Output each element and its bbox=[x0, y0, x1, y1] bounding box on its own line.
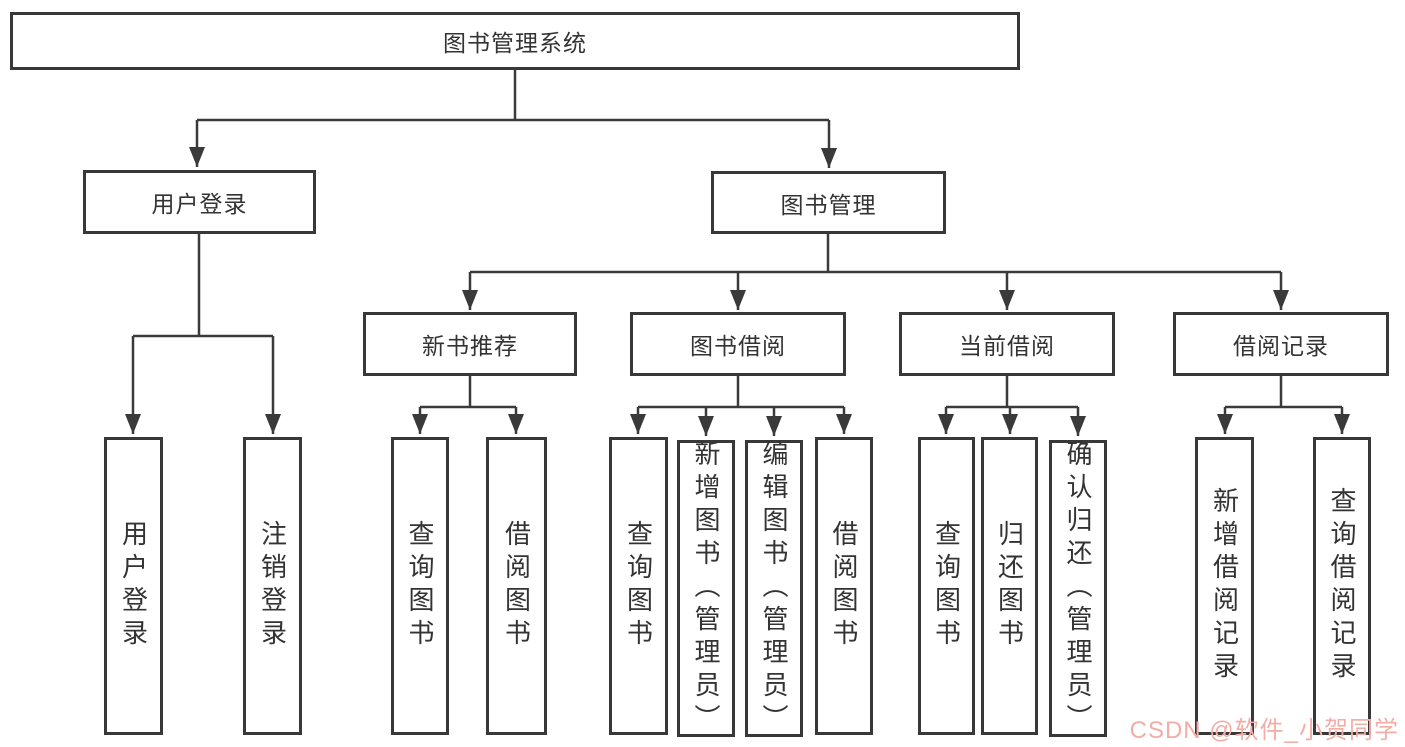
node-label: 新增借阅记录 bbox=[1209, 487, 1240, 685]
node-label: 新书推荐 bbox=[422, 333, 518, 359]
leaf-current-query-books: 查询图书 bbox=[918, 437, 975, 735]
node-label: 查询图书 bbox=[623, 520, 654, 652]
leaf-records-add-borrow-record: 新增借阅记录 bbox=[1195, 437, 1254, 735]
node-book-borrow: 图书借阅 bbox=[630, 312, 846, 376]
leaf-borrow-query-books: 查询图书 bbox=[609, 437, 668, 735]
leaf-recommend-query-books: 查询图书 bbox=[391, 437, 449, 735]
node-label: 图书管理 bbox=[780, 191, 877, 218]
node-label: 新增图书（管理员） bbox=[691, 440, 721, 737]
node-label: 查询图书 bbox=[405, 520, 435, 652]
node-label: 图书管理系统 bbox=[443, 30, 587, 56]
node-label: 当前借阅 bbox=[959, 333, 1055, 359]
node-label: 用户登录 bbox=[118, 520, 149, 652]
node-new-book-recommend: 新书推荐 bbox=[363, 312, 577, 376]
leaf-current-confirm-return-admin: 确认归还（管理员） bbox=[1049, 440, 1107, 737]
leaf-borrow-edit-books-admin: 编辑图书（管理员） bbox=[745, 440, 803, 737]
node-label: 图书借阅 bbox=[690, 333, 786, 359]
node-user-login: 用户登录 bbox=[83, 170, 316, 234]
node-label: 归还图书 bbox=[994, 520, 1025, 652]
leaf-records-query-borrow-record: 查询借阅记录 bbox=[1313, 437, 1371, 735]
node-current-borrow: 当前借阅 bbox=[899, 312, 1115, 376]
node-label: 确认归还（管理员） bbox=[1063, 440, 1093, 737]
node-label: 借阅图书 bbox=[829, 520, 859, 652]
leaf-current-return-books: 归还图书 bbox=[981, 437, 1038, 735]
node-label: 用户登录 bbox=[151, 191, 248, 217]
node-label: 注销登录 bbox=[257, 520, 288, 652]
node-label: 借阅记录 bbox=[1233, 333, 1329, 359]
node-label: 编辑图书（管理员） bbox=[759, 440, 789, 737]
csdn-watermark: CSDN @软件_小贺同学 bbox=[1129, 717, 1399, 744]
node-label: 查询借阅记录 bbox=[1327, 487, 1357, 685]
node-book-management: 图书管理 bbox=[711, 171, 946, 234]
node-label: 查询图书 bbox=[931, 520, 962, 652]
leaf-recommend-borrow-books: 借阅图书 bbox=[486, 437, 547, 735]
node-label: 借阅图书 bbox=[501, 520, 532, 652]
leaf-user-login: 用户登录 bbox=[104, 437, 163, 735]
leaf-borrow-add-books-admin: 新增图书（管理员） bbox=[677, 440, 735, 737]
leaf-borrow-borrow-books: 借阅图书 bbox=[815, 437, 873, 735]
node-borrow-records: 借阅记录 bbox=[1173, 312, 1389, 376]
leaf-logout: 注销登录 bbox=[243, 437, 302, 735]
node-library-management-system: 图书管理系统 bbox=[10, 12, 1020, 70]
